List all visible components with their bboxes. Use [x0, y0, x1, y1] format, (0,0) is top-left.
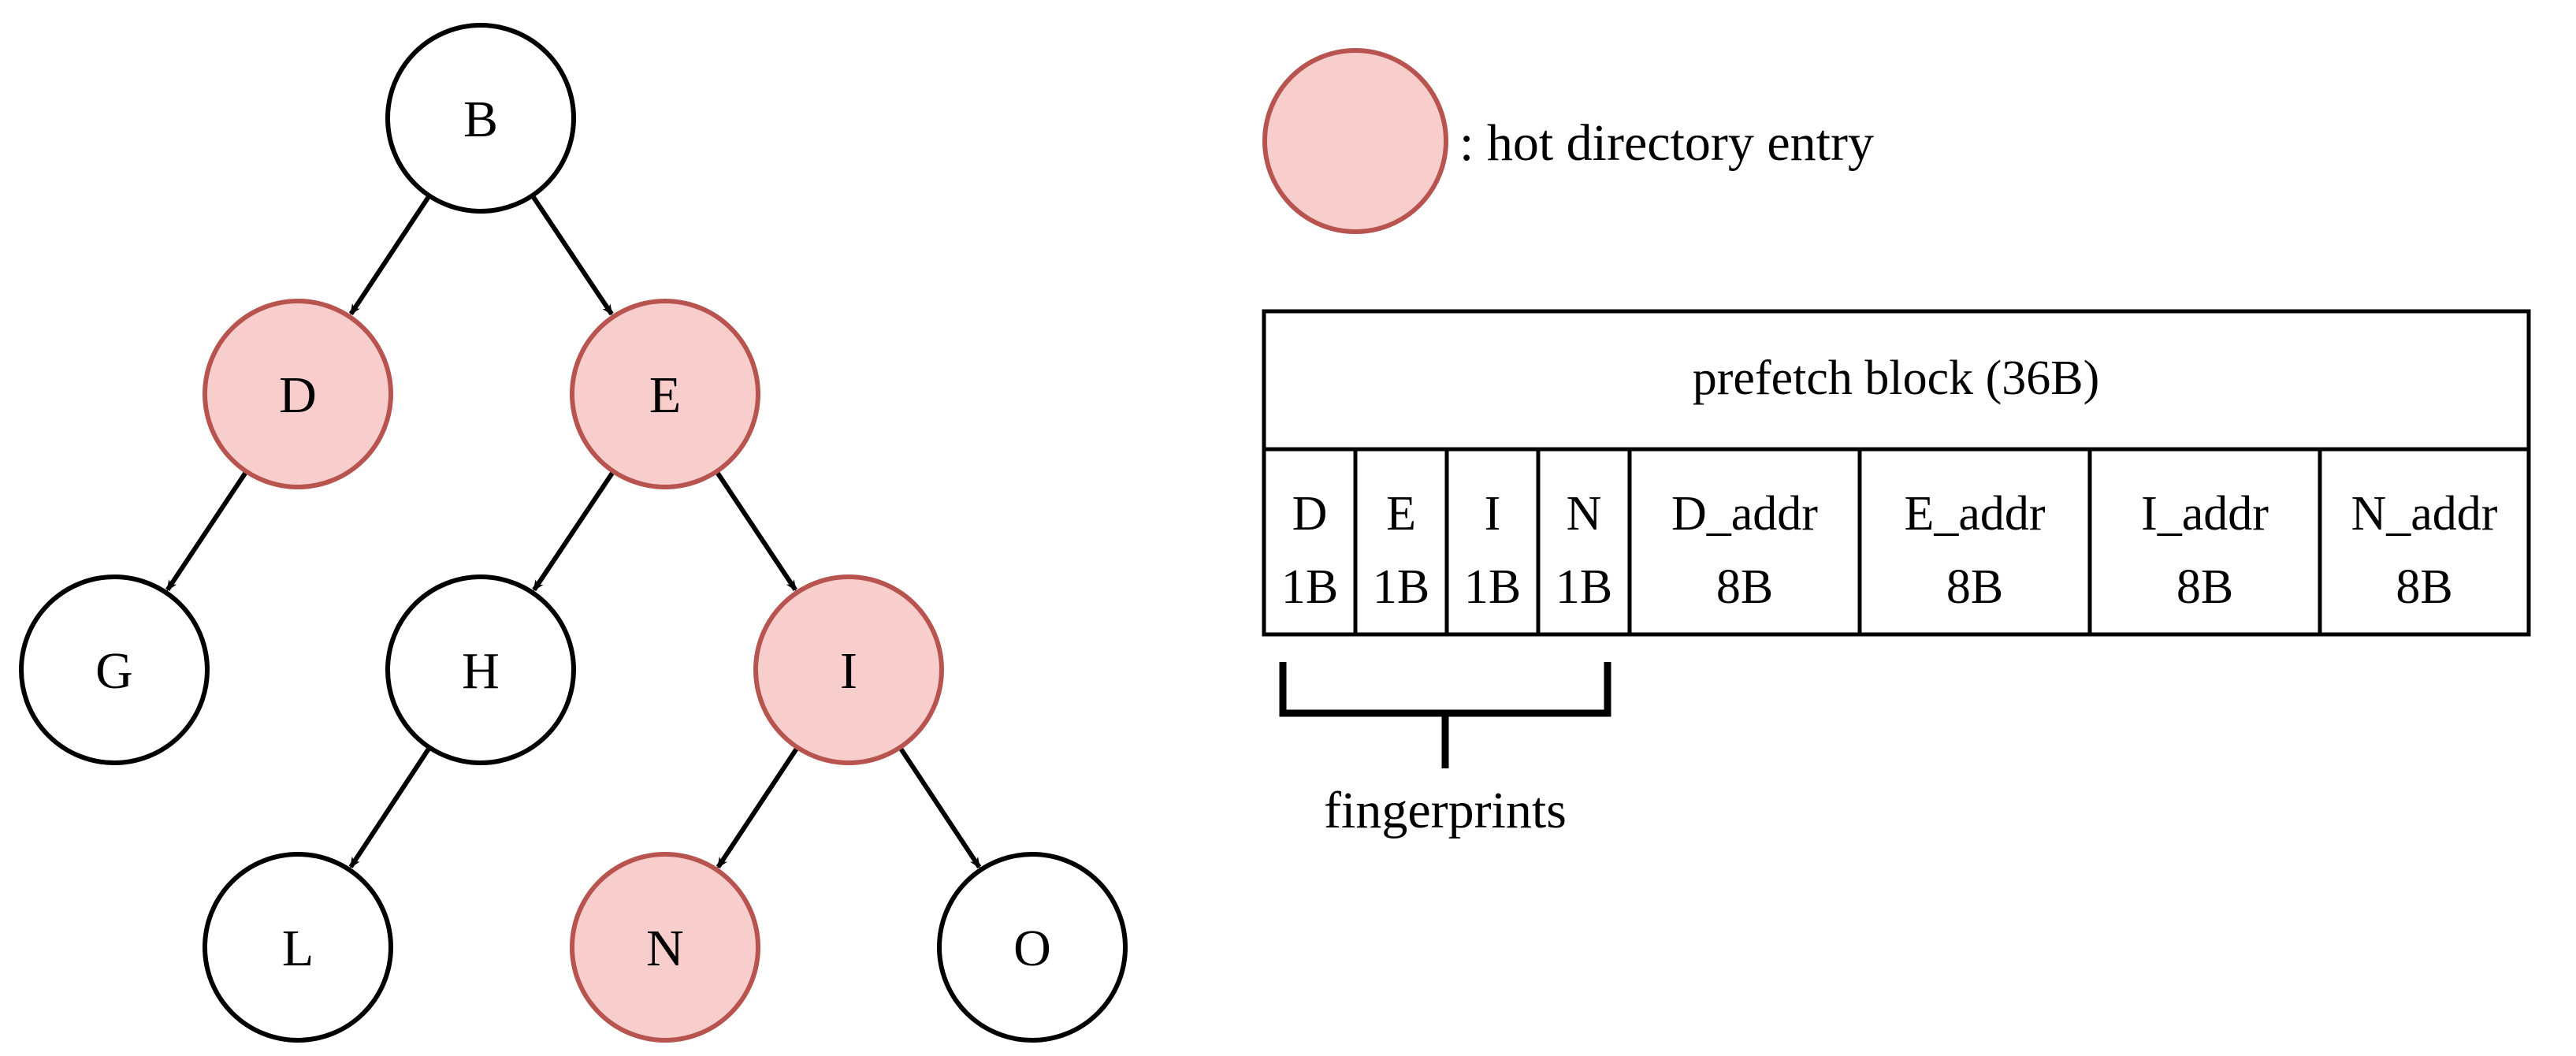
tree-node-d: D: [203, 299, 393, 489]
prefetch-cell-i: I 1B: [1464, 487, 1521, 614]
hot-node-circle: [203, 299, 393, 489]
edge-i-n: [716, 747, 799, 868]
node-circle: [203, 852, 393, 1043]
cell-field-size: 8B: [2176, 560, 2233, 614]
tree-node-i: I: [753, 574, 944, 765]
prefetch-block: prefetch block (36B) D 1B E 1B I 1B N 1B D_addr 8…: [1262, 309, 2531, 637]
node-label: B: [463, 91, 498, 148]
edge-e-h: [532, 471, 615, 592]
prefetch-cell-d-addr: D_addr 8B: [1671, 487, 1818, 614]
cell-field-size: 8B: [2396, 560, 2452, 614]
edge-b-d: [348, 195, 431, 315]
prefetch-cell-i-addr: I_addr 8B: [2141, 487, 2269, 614]
cell-field-name: D: [1292, 487, 1328, 541]
tree-node-e: E: [570, 299, 760, 489]
node-label: O: [1013, 920, 1051, 977]
node-label: I: [840, 642, 857, 700]
node-label: H: [462, 642, 500, 700]
tree-node-g: G: [19, 574, 210, 765]
prefetch-cell-d: D 1B: [1281, 487, 1338, 614]
cell-field-name: I: [1485, 487, 1501, 541]
cell-field-size: 1B: [1556, 560, 1612, 614]
tree-nodes: B D E G H I L N O: [19, 23, 1128, 1043]
legend: : hot directory entry: [1262, 48, 1874, 234]
cell-field-name: I_addr: [2141, 487, 2269, 541]
node-label: D: [279, 366, 317, 424]
edge-e-i: [716, 471, 797, 592]
tree-edges: [165, 195, 982, 868]
hot-node-circle: [570, 299, 760, 489]
tree-node-b: B: [385, 23, 576, 214]
node-label: N: [646, 920, 684, 977]
legend-label: : hot directory entry: [1459, 114, 1874, 172]
tree-node-h: H: [385, 574, 576, 765]
tree-node-n: N: [570, 852, 760, 1043]
cell-field-size: 8B: [1946, 560, 2003, 614]
prefetch-block-title: prefetch block (36B): [1693, 351, 2099, 405]
prefetch-cell-n: N 1B: [1556, 487, 1612, 614]
cell-field-size: 1B: [1464, 560, 1521, 614]
tree-node-o: O: [937, 852, 1128, 1043]
node-circle: [937, 852, 1128, 1043]
cell-field-name: E: [1386, 487, 1416, 541]
edge-h-l: [348, 747, 431, 868]
prefetch-block-cells: D1BE1BI1BN1BD_addr8BE_addr8BI_addr8BN_ad…: [1281, 449, 2498, 634]
cell-field-name: D_addr: [1671, 487, 1818, 541]
node-label: G: [95, 642, 133, 700]
prefetch-cell-e: E 1B: [1373, 487, 1429, 614]
fingerprints-bracket: [1279, 662, 1611, 717]
cell-field-size: 1B: [1373, 560, 1429, 614]
tree-node-l: L: [203, 852, 393, 1043]
edge-d-g: [165, 471, 247, 592]
node-circle: [385, 23, 576, 214]
node-circle: [19, 574, 210, 765]
fingerprints-brace: fingerprints: [1279, 662, 1611, 839]
hot-node-circle: [753, 574, 944, 765]
cell-field-name: E_addr: [1904, 487, 2045, 541]
node-circle: [385, 574, 576, 765]
cell-field-name: N: [1567, 487, 1602, 541]
node-label: E: [649, 366, 681, 424]
edge-b-e: [531, 195, 614, 316]
hot-entry-swatch: [1262, 48, 1448, 234]
prefetch-cell-e-addr: E_addr 8B: [1904, 487, 2045, 614]
hot-node-circle: [570, 852, 760, 1043]
cell-field-size: 8B: [1716, 560, 1773, 614]
prefetch-cell-n-addr: N_addr 8B: [2351, 487, 2498, 614]
cell-field-size: 1B: [1281, 560, 1338, 614]
edge-i-o: [898, 747, 982, 868]
node-label: L: [282, 920, 314, 977]
cell-field-name: N_addr: [2351, 487, 2498, 541]
fingerprints-label: fingerprints: [1324, 782, 1567, 839]
